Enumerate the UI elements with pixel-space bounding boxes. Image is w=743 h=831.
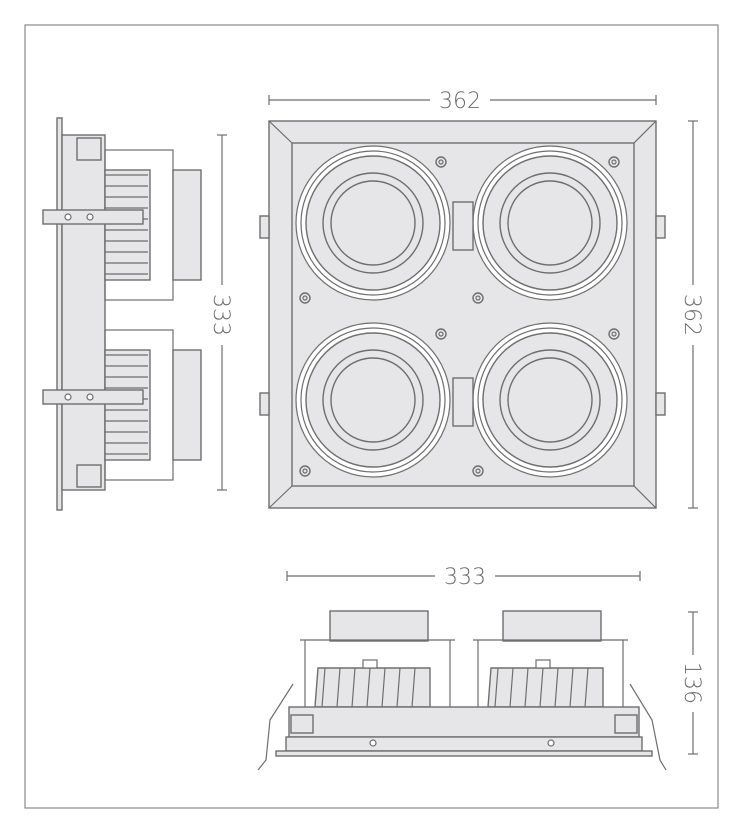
screw-icon [472, 465, 484, 477]
screw-icon [435, 156, 447, 168]
front-height-label: 362 [679, 294, 704, 336]
screw-icon [608, 156, 620, 168]
lamp-module [295, 145, 451, 301]
screw-icon [608, 328, 620, 340]
bottom-depth-label: 136 [679, 662, 704, 704]
side-module [42, 329, 202, 481]
bottom-module [300, 610, 455, 708]
side-height-dimension: 333 [208, 134, 233, 491]
front-width-dimension: 362 [268, 89, 657, 114]
bottom-width-label: 333 [444, 565, 486, 590]
screw-icon [299, 465, 311, 477]
screw-icon [472, 292, 484, 304]
front-width-label: 362 [439, 89, 481, 114]
side-view [42, 117, 202, 511]
side-height-label: 333 [208, 294, 233, 336]
side-module [42, 149, 202, 301]
screw-icon [435, 328, 447, 340]
bottom-width-dimension: 333 [286, 565, 641, 590]
drawing-frame [24, 24, 719, 809]
front-view [259, 120, 666, 509]
bottom-view [257, 610, 667, 771]
lamp-module [472, 322, 628, 478]
lamp-module [295, 322, 451, 478]
bottom-depth-dimension: 136 [679, 611, 704, 755]
lamp-module [472, 145, 628, 301]
bottom-module [473, 610, 628, 708]
screw-icon [299, 292, 311, 304]
front-height-dimension: 362 [679, 120, 704, 509]
